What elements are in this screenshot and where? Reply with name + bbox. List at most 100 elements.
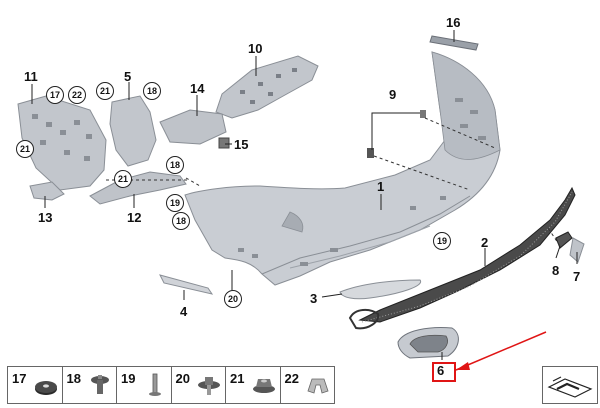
bumper-slot bbox=[455, 98, 463, 102]
part-9-clip bbox=[367, 148, 374, 158]
callout-12[interactable]: 12 bbox=[127, 210, 142, 225]
bumper-slot bbox=[330, 248, 338, 252]
round-clip-icon bbox=[34, 381, 57, 395]
part-2-diffuser bbox=[358, 186, 576, 323]
legend-number: 17 bbox=[12, 371, 27, 386]
circled-ref-18[interactable]: 18 bbox=[166, 156, 184, 174]
part-8-bracket bbox=[555, 231, 573, 249]
callout-8[interactable]: 8 bbox=[552, 263, 560, 278]
leader-9 bbox=[371, 112, 420, 150]
callout-13[interactable]: 13 bbox=[38, 210, 53, 225]
callout-2[interactable]: 2 bbox=[481, 235, 489, 250]
circled-ref-21[interactable]: 21 bbox=[114, 170, 132, 188]
part-4-reflector bbox=[159, 274, 214, 295]
legend-item-21[interactable]: 21 bbox=[226, 367, 281, 403]
bracket-hole bbox=[258, 82, 263, 86]
bracket-slot bbox=[74, 120, 80, 125]
bracket-slot bbox=[84, 156, 90, 161]
bumper-lower-edge bbox=[261, 195, 471, 275]
bracket-hole bbox=[268, 92, 273, 96]
bracket-hole bbox=[292, 68, 297, 72]
part-13-piece bbox=[29, 181, 65, 201]
legend-item-19[interactable]: 19 bbox=[117, 367, 172, 403]
bracket-hole bbox=[276, 74, 281, 78]
bumper-slot bbox=[470, 110, 478, 114]
circled-ref-17[interactable]: 17 bbox=[46, 86, 64, 104]
legend-item-17[interactable]: 17 bbox=[8, 367, 63, 403]
circled-ref-18[interactable]: 18 bbox=[172, 212, 190, 230]
callout-9[interactable]: 9 bbox=[389, 87, 397, 102]
highlight-arrow bbox=[455, 331, 547, 371]
part-5-bracket bbox=[109, 95, 157, 167]
bumper-slot bbox=[440, 196, 446, 200]
spring-clip-icon bbox=[307, 378, 329, 394]
bracket-hole bbox=[250, 100, 255, 104]
flange-screw-icon bbox=[198, 377, 220, 395]
bumper-slot bbox=[460, 124, 468, 128]
assembly-line bbox=[373, 155, 471, 191]
callout-4[interactable]: 4 bbox=[180, 304, 188, 319]
callout-7[interactable]: 7 bbox=[573, 269, 581, 284]
highlight-box-part-6 bbox=[432, 362, 456, 382]
callout-3[interactable]: 3 bbox=[310, 291, 318, 306]
bumper-lower-edge-2 bbox=[289, 225, 431, 269]
circled-ref-20[interactable]: 20 bbox=[224, 290, 242, 308]
bracket-slot bbox=[86, 134, 92, 139]
bracket-hole bbox=[240, 90, 245, 94]
assembly-line bbox=[185, 177, 201, 187]
exhaust-trim-inner bbox=[409, 334, 448, 353]
expanding-rivet-icon bbox=[91, 375, 109, 394]
legend-number: 20 bbox=[175, 371, 190, 386]
part-14-shield bbox=[159, 109, 227, 145]
assembly-line bbox=[424, 117, 496, 149]
circled-ref-21[interactable]: 21 bbox=[16, 140, 34, 158]
bracket-slot bbox=[46, 122, 52, 127]
callout-14[interactable]: 14 bbox=[190, 81, 205, 96]
legend-item-20[interactable]: 20 bbox=[172, 367, 226, 403]
callout-6[interactable]: 6 bbox=[437, 363, 445, 378]
circled-ref-19[interactable]: 19 bbox=[166, 194, 184, 212]
bracket-slot bbox=[32, 114, 38, 119]
leader-8 bbox=[555, 245, 561, 259]
part-9-clip bbox=[420, 110, 426, 118]
hex-nut-icon bbox=[252, 379, 275, 393]
fastener-legend: 17 18 19 20 21 bbox=[7, 366, 335, 404]
circled-ref-19[interactable]: 19 bbox=[433, 232, 451, 250]
circled-ref-22[interactable]: 22 bbox=[68, 86, 86, 104]
circled-ref-18[interactable]: 18 bbox=[143, 82, 161, 100]
callout-16[interactable]: 16 bbox=[446, 15, 461, 30]
callout-11[interactable]: 11 bbox=[24, 69, 38, 84]
legend-item-22[interactable]: 22 bbox=[281, 367, 335, 403]
legend-item-18[interactable]: 18 bbox=[63, 367, 117, 403]
diffuser-ring bbox=[348, 308, 380, 330]
sheet-navigation-graphic bbox=[547, 376, 593, 398]
callout-1[interactable]: 1 bbox=[377, 179, 385, 194]
legend-number: 18 bbox=[66, 371, 81, 386]
bumper-slot bbox=[478, 136, 486, 140]
callout-5[interactable]: 5 bbox=[124, 69, 132, 84]
sheet-navigation-icon[interactable] bbox=[542, 366, 598, 404]
circled-ref-21[interactable]: 21 bbox=[96, 82, 114, 100]
bumper-slot bbox=[410, 206, 416, 210]
bumper-slot bbox=[252, 254, 258, 258]
legend-number: 19 bbox=[121, 371, 136, 386]
part-7-bracket bbox=[569, 237, 585, 263]
bumper-slot bbox=[300, 262, 308, 266]
bumper-slot bbox=[238, 248, 244, 252]
bracket-slot bbox=[40, 140, 46, 145]
part-16-trim-strip bbox=[429, 35, 479, 51]
bumper-upper-surface bbox=[431, 51, 501, 160]
callout-15[interactable]: 15 bbox=[234, 137, 249, 152]
bumper-side-vent bbox=[281, 211, 304, 233]
highlight-arrowhead bbox=[456, 362, 470, 370]
part-3-chrome-trim bbox=[339, 279, 422, 300]
assembly-line bbox=[547, 227, 561, 247]
bracket-slot bbox=[60, 130, 66, 135]
leader-3 bbox=[321, 293, 343, 298]
legend-number: 21 bbox=[230, 371, 245, 386]
callout-10[interactable]: 10 bbox=[248, 41, 263, 56]
part-15-clip bbox=[218, 137, 230, 149]
part-10-bracket bbox=[215, 55, 319, 119]
legend-number: 22 bbox=[284, 371, 299, 386]
